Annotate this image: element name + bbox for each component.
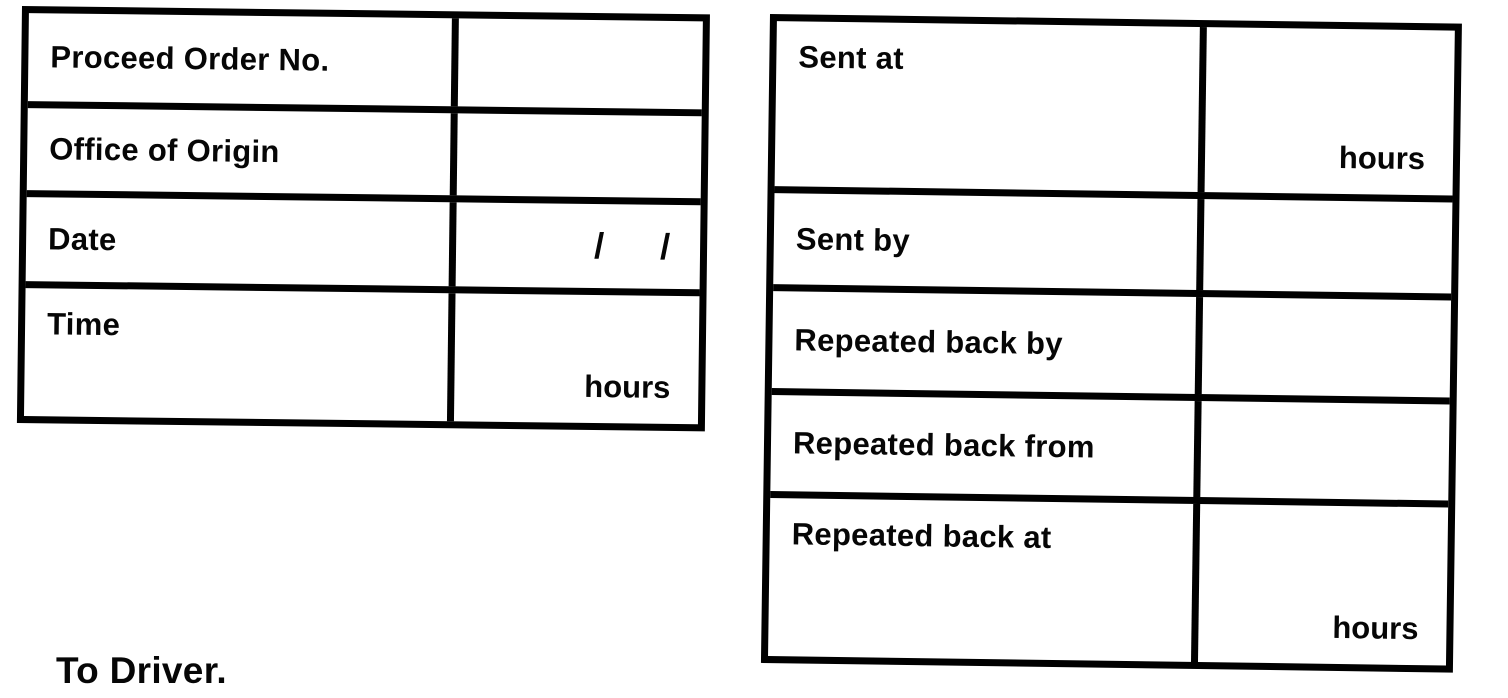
field-label: Sent by <box>795 220 911 258</box>
field-label: Office of Origin <box>49 131 280 170</box>
to-driver-heading: To Driver. <box>56 650 227 691</box>
field-value-cell: hours <box>1198 504 1448 665</box>
proceed-order-table: Proceed Order No. Office of Origin Date … <box>16 6 710 432</box>
field-label-cell: Time <box>23 288 456 422</box>
field-value-cell: hours <box>454 293 700 424</box>
date-separators: / / <box>593 225 671 267</box>
field-label-cell: Proceed Order No. <box>27 13 459 107</box>
table-row-time: Time hours <box>23 288 700 424</box>
transmission-record-table: Sent at hours Sent by Repeated back by <box>760 14 1462 673</box>
field-value-cell <box>1202 297 1451 397</box>
hours-unit-label: hours <box>1332 609 1419 647</box>
field-label-cell: Sent by <box>773 193 1205 291</box>
field-label-cell: Repeated back from <box>770 395 1202 498</box>
table-row-repeated-back-from: Repeated back from <box>770 395 1450 508</box>
field-value-cell: / / <box>456 202 701 289</box>
field-value-cell <box>458 18 703 109</box>
field-value-cell <box>1203 199 1452 293</box>
table-row-repeated-back-at: Repeated back at hours <box>768 498 1448 665</box>
field-label-cell: Repeated back by <box>771 291 1204 395</box>
field-value-cell: hours <box>1205 27 1455 195</box>
field-value-cell <box>457 113 702 198</box>
table-row-sent-by: Sent by <box>773 193 1453 301</box>
field-label: Time <box>46 306 121 343</box>
field-label: Repeated back by <box>794 321 1064 361</box>
field-label: Repeated back at <box>791 516 1052 555</box>
field-label: Proceed Order No. <box>50 39 330 78</box>
field-value-cell <box>1200 401 1449 500</box>
table-row-office-of-origin: Office of Origin <box>26 108 702 206</box>
field-label-cell: Office of Origin <box>26 108 458 196</box>
table-row-date: Date / / <box>25 197 701 297</box>
field-label: Date <box>47 221 117 258</box>
hours-unit-label: hours <box>584 368 671 405</box>
field-label-cell: Date <box>25 197 457 287</box>
table-row-proceed-order-no: Proceed Order No. <box>27 13 703 117</box>
field-label: Sent at <box>798 39 905 76</box>
field-label: Repeated back from <box>792 425 1095 465</box>
table-row-sent-at: Sent at hours <box>774 21 1455 203</box>
field-label-cell: Repeated back at <box>768 498 1201 663</box>
hours-unit-label: hours <box>1338 139 1426 177</box>
table-row-repeated-back-by: Repeated back by <box>771 291 1452 405</box>
field-label-cell: Sent at <box>774 21 1207 193</box>
